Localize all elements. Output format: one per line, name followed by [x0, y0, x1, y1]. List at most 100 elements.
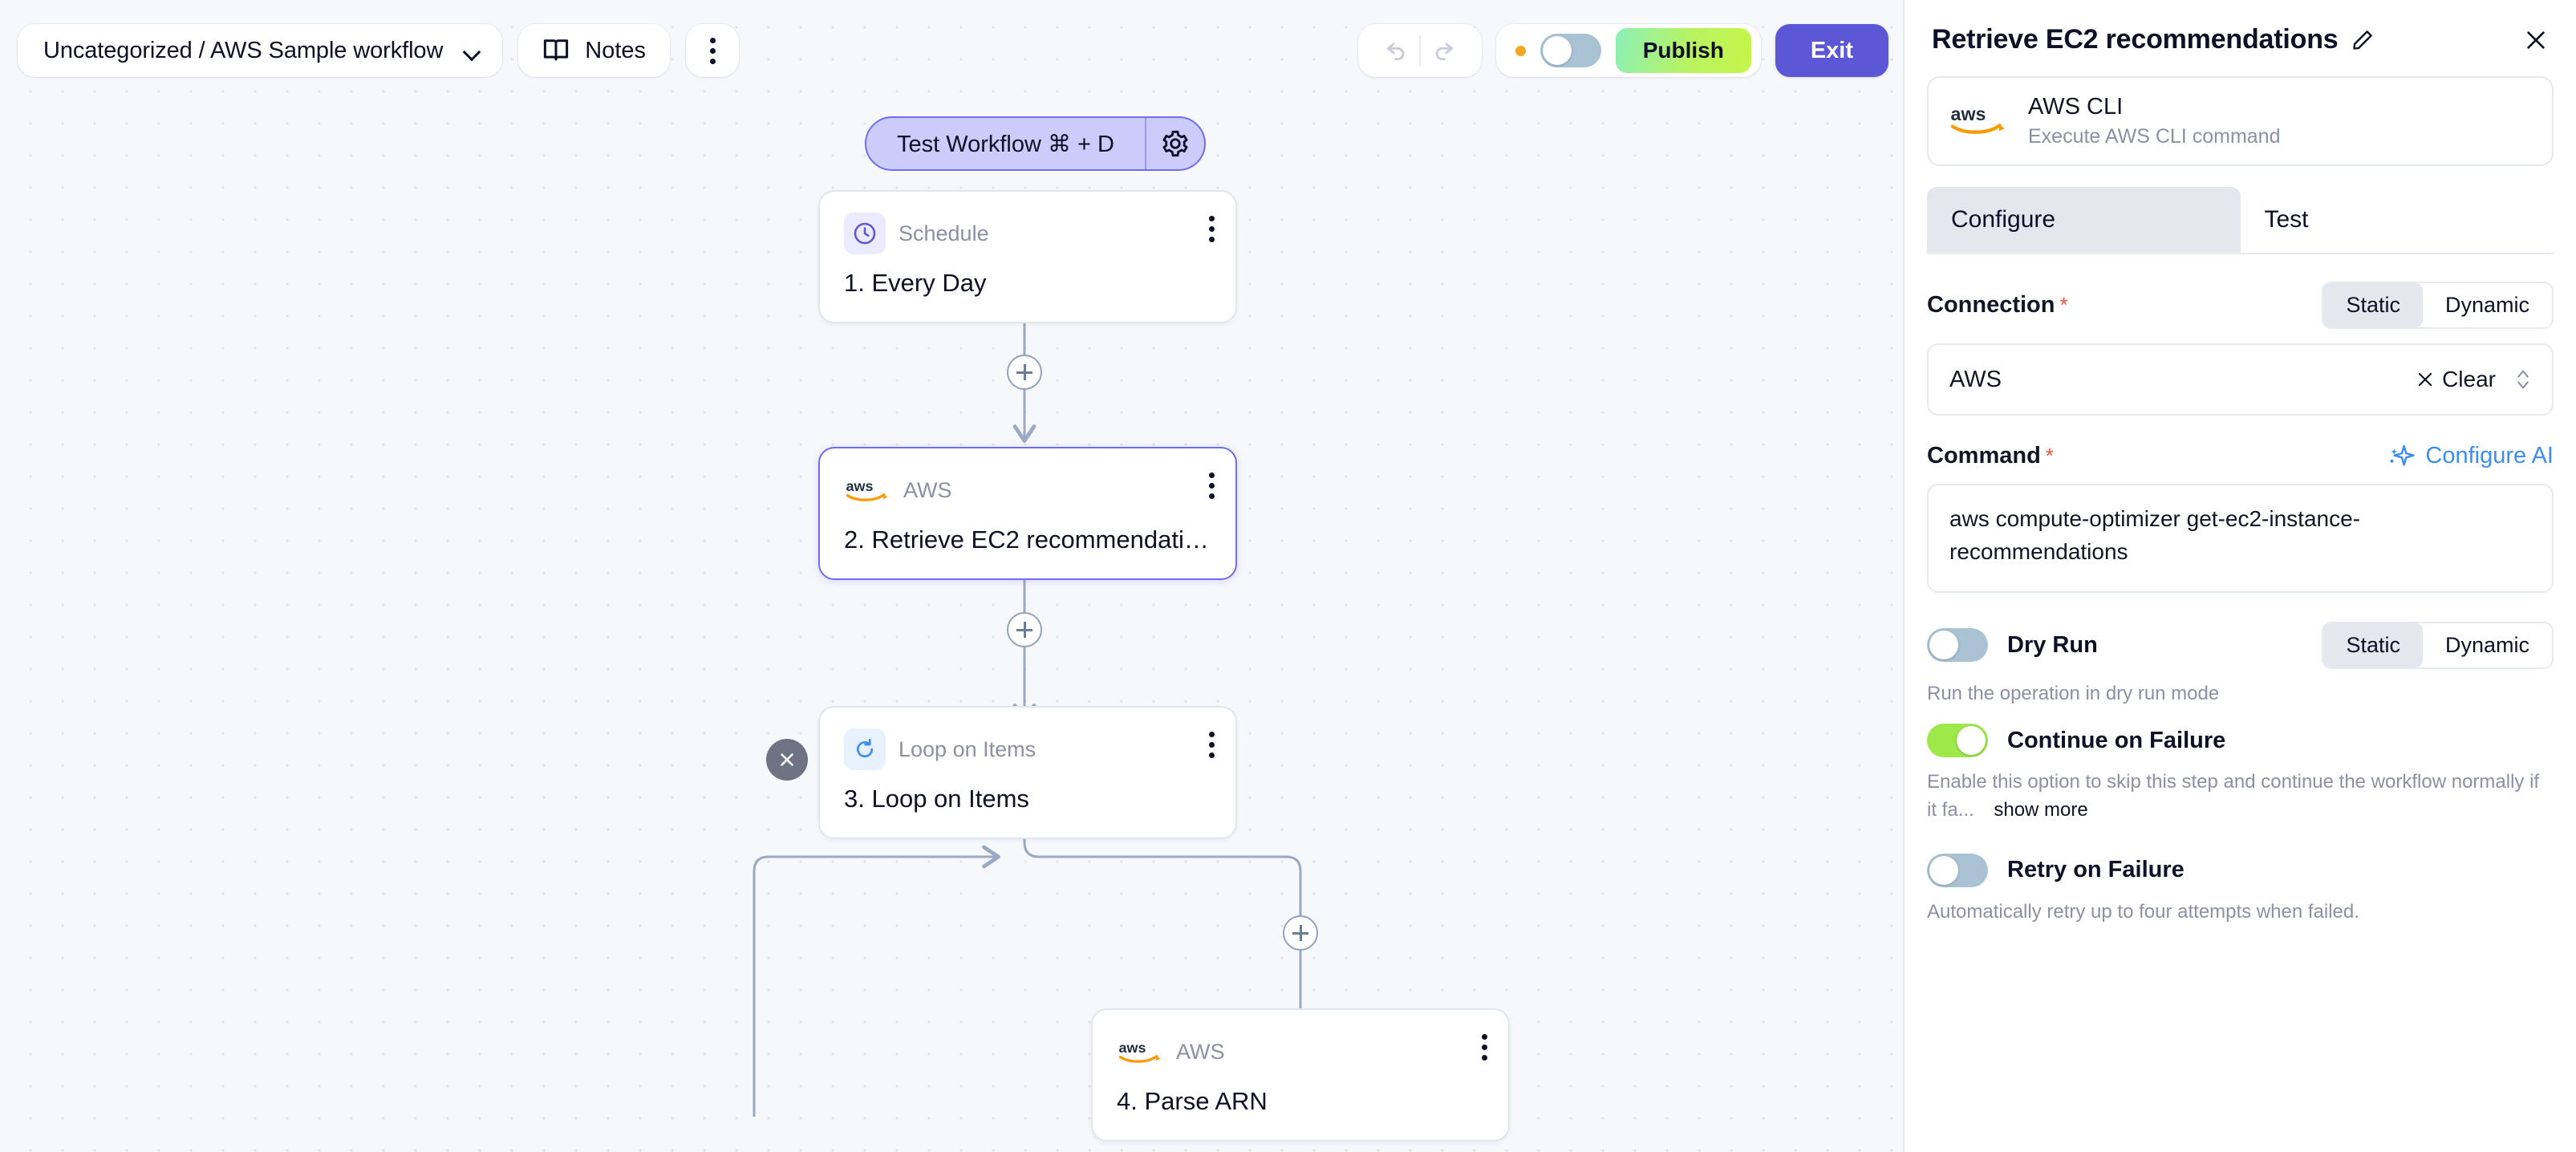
- kebab-menu-icon: [709, 37, 716, 64]
- app-info-text: AWS CLI Execute AWS CLI command: [2028, 94, 2280, 148]
- app-info-card: aws AWS CLI Execute AWS CLI command: [1927, 76, 2554, 167]
- connection-label: Connection: [1927, 292, 2055, 318]
- connection-mode-dynamic[interactable]: Dynamic: [2444, 293, 2529, 318]
- configure-ai-button[interactable]: Configure AI: [2388, 443, 2554, 469]
- retry-on-failure-row: Retry on Failure: [1927, 853, 2554, 887]
- redo-icon: [1435, 43, 1453, 61]
- history-controls: [1357, 24, 1482, 77]
- command-value: aws compute-optimizer get-ec2-instance-r…: [1949, 506, 2360, 564]
- more-options-button[interactable]: [686, 24, 740, 77]
- toggle-knob: [1929, 855, 1958, 885]
- canvas-top-right-toolbar: Publish Exit: [1357, 24, 1888, 77]
- book-icon: [544, 39, 569, 61]
- exit-button[interactable]: Exit: [1775, 24, 1888, 77]
- retry-on-failure-label: Retry on Failure: [2007, 857, 2185, 883]
- retry-on-failure-hint: Automatically retry up to four attempts …: [1927, 900, 2359, 923]
- add-step-button-2[interactable]: [1007, 612, 1042, 647]
- node-header: Schedule: [844, 213, 1211, 254]
- status-dot-icon: [1515, 45, 1526, 56]
- clock-icon: [844, 213, 886, 254]
- redo-button[interactable]: [1421, 28, 1466, 73]
- chip-divider: [1145, 118, 1146, 169]
- node-header: aws AWS: [1117, 1031, 1484, 1073]
- aws-logo-icon: aws: [1949, 102, 2009, 141]
- node-menu-button[interactable]: [1209, 732, 1215, 758]
- chevron-down-icon: [464, 46, 481, 56]
- collapse-loop-button[interactable]: [766, 739, 808, 781]
- close-panel-button[interactable]: [2523, 27, 2549, 53]
- close-x-icon: [2418, 373, 2432, 387]
- publish-button[interactable]: Publish: [1615, 28, 1751, 73]
- dry-run-mode-dynamic[interactable]: Dynamic: [2444, 632, 2529, 657]
- dry-run-toggle[interactable]: [1927, 628, 1988, 663]
- toggle-knob: [1957, 726, 1986, 756]
- svg-text:aws: aws: [1119, 1040, 1146, 1056]
- dry-run-hint: Run the operation in dry run mode: [1927, 682, 2220, 704]
- live-toggle[interactable]: [1540, 34, 1601, 67]
- close-icon: [2527, 30, 2545, 49]
- retry-on-failure-toggle[interactable]: [1927, 853, 1988, 887]
- loop-refresh-icon: [844, 728, 886, 770]
- continue-on-failure-row: Continue on Failure: [1927, 724, 2554, 758]
- command-row: Command * Configure AI: [1927, 443, 2554, 469]
- node-type-label: Schedule: [899, 221, 989, 245]
- toggle-knob: [1929, 631, 1958, 660]
- tab-test[interactable]: Test: [2240, 187, 2554, 254]
- panel-body: Connection * Static Dynamic AWS Clear: [1905, 254, 2576, 1152]
- workflow-node-aws-parse[interactable]: aws AWS 4. Parse ARN: [1091, 1008, 1510, 1142]
- panel-header: Retrieve EC2 recommendations: [1905, 0, 2576, 55]
- sparkles-icon: [2390, 444, 2416, 466]
- connection-value: AWS: [1949, 366, 2002, 392]
- chevron-updown-icon[interactable]: [2515, 367, 2531, 391]
- configure-ai-label: Configure AI: [2425, 443, 2554, 469]
- add-step-button-1[interactable]: [1007, 355, 1042, 390]
- dry-run-row: Dry Run Static Dynamic: [1927, 621, 2554, 669]
- dry-run-mode-segmented: Static Dynamic: [2322, 621, 2554, 669]
- svg-text:aws: aws: [846, 478, 874, 494]
- step-config-panel: Retrieve EC2 recommendations aws: [1903, 0, 2576, 1152]
- panel-title: Retrieve EC2 recommendations: [1932, 24, 2339, 55]
- node-title-label: 4. Parse ARN: [1117, 1087, 1268, 1115]
- workflow-selector[interactable]: Uncategorized / AWS Sample workflow: [18, 24, 503, 77]
- node-menu-button[interactable]: [1209, 216, 1215, 242]
- connection-clear-button[interactable]: Clear: [2415, 367, 2496, 392]
- tab-configure[interactable]: Configure: [1927, 187, 2241, 254]
- connection-select[interactable]: AWS Clear: [1927, 343, 2554, 416]
- workflow-node-schedule[interactable]: Schedule 1. Every Day: [818, 190, 1237, 323]
- connection-clear-label: Clear: [2442, 367, 2496, 392]
- continue-on-failure-hint: Enable this option to skip this step and…: [1927, 769, 2554, 825]
- connection-required-marker: *: [2059, 293, 2068, 318]
- workflow-node-loop[interactable]: Loop on Items 3. Loop on Items: [818, 706, 1237, 839]
- node-header: Loop on Items: [844, 728, 1211, 770]
- workflow-canvas[interactable]: Uncategorized / AWS Sample workflow Note…: [0, 0, 1903, 1152]
- connection-mode-static[interactable]: Static: [2323, 283, 2423, 328]
- node-header: aws AWS: [844, 469, 1211, 511]
- node-type-label: Loop on Items: [899, 736, 1036, 761]
- aws-logo-icon: aws: [1117, 1031, 1163, 1073]
- node-menu-button[interactable]: [1482, 1034, 1487, 1061]
- undo-button[interactable]: [1374, 28, 1419, 73]
- test-workflow-chip[interactable]: Test Workflow ⌘ + D: [865, 116, 1206, 171]
- gear-icon: [1162, 130, 1188, 157]
- publish-controls: Publish: [1495, 24, 1761, 77]
- node-title-label: 2. Retrieve EC2 recommendati…: [844, 525, 1209, 554]
- workflow-node-aws-retrieve[interactable]: aws AWS 2. Retrieve EC2 recommendati…: [818, 447, 1237, 580]
- app-description-label: Execute AWS CLI command: [2028, 125, 2281, 148]
- collapse-chevrons-icon: [781, 753, 793, 766]
- test-settings-button[interactable]: [1146, 129, 1204, 158]
- notes-button[interactable]: Notes: [518, 24, 671, 77]
- dry-run-mode-static[interactable]: Static: [2323, 623, 2423, 667]
- app-name-label: AWS CLI: [2028, 94, 2124, 120]
- edit-title-button[interactable]: [2351, 28, 2375, 52]
- command-label: Command: [1927, 443, 2041, 469]
- test-workflow-label: Test Workflow ⌘ + D: [897, 131, 1114, 157]
- command-textarea[interactable]: aws compute-optimizer get-ec2-instance-r…: [1927, 484, 2554, 593]
- node-menu-button[interactable]: [1209, 473, 1215, 499]
- pencil-icon: [2353, 30, 2373, 50]
- svg-text:aws: aws: [1951, 103, 1986, 124]
- add-step-button-3[interactable]: [1283, 915, 1318, 951]
- show-more-link[interactable]: show more: [1994, 799, 2088, 821]
- command-required-marker: *: [2045, 444, 2054, 469]
- continue-on-failure-toggle[interactable]: [1927, 724, 1988, 758]
